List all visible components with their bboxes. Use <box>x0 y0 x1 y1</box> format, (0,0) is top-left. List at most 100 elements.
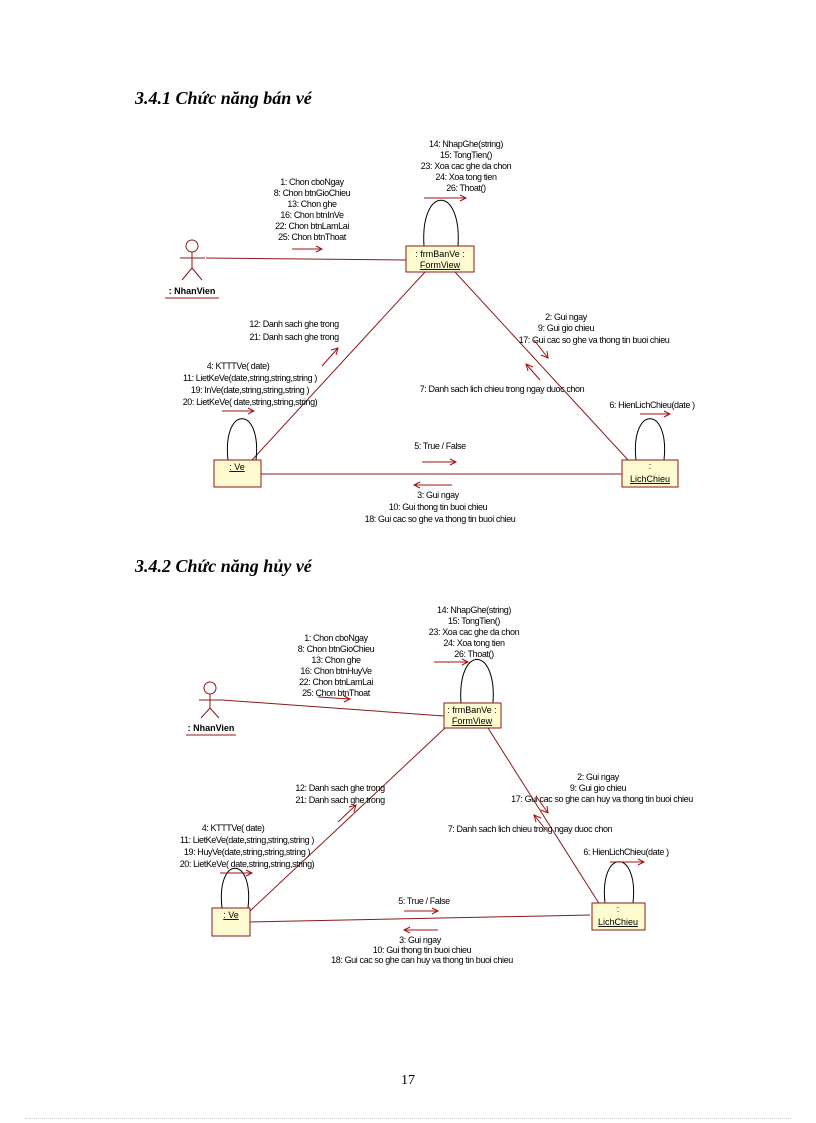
self-loop-lich <box>634 418 666 461</box>
svg-text:22: Chon btnLamLai: 22: Chon btnLamLai <box>275 221 349 231</box>
svg-text:7: Danh sach lich chieu trong: 7: Danh sach lich chieu trong ngay duoc … <box>448 824 613 834</box>
page-number: 17 <box>401 1073 415 1088</box>
link-actor-form <box>205 257 407 261</box>
msg-ve-lich: 3: Gui ngay 10: Gui thong tin buoi chieu… <box>331 926 514 965</box>
link-form-ve <box>251 271 426 461</box>
svg-text:FormView: FormView <box>420 260 461 270</box>
svg-text:18: Gui cac so ghe can huy va: 18: Gui cac so ghe can huy va thong tin … <box>331 955 513 965</box>
msg-lich-form: 7: Danh sach lich chieu trong ngay duoc … <box>448 814 613 834</box>
svg-text:25: Chon btnThoat: 25: Chon btnThoat <box>302 688 371 698</box>
svg-text:24: Xoa tong tien: 24: Xoa tong tien <box>435 172 497 182</box>
msg-form-lich: 2: Gui ngay 9: Gui gio chieu 17: Gui cac… <box>511 772 694 814</box>
svg-text:20: LietKeVe( date,string,stri: 20: LietKeVe( date,string,string,string) <box>183 397 318 407</box>
msg-ve-lich: 3: Gui ngay 10: Gui thong tin buoi chieu… <box>365 481 516 524</box>
link-form-lich <box>487 727 601 906</box>
svg-text:4: KTTTVe( date): 4: KTTTVe( date) <box>207 361 270 371</box>
msg-self-form: 14: NhapGhe(string) 15: TongTien() 23: X… <box>429 605 520 666</box>
svg-text::: : <box>649 461 652 471</box>
msg-ve-form: 12: Danh sach ghe trong 21: Danh sach gh… <box>249 319 339 367</box>
svg-text:12: Danh sach ghe trong: 12: Danh sach ghe trong <box>295 783 385 793</box>
link-form-ve <box>249 727 446 912</box>
msg-lich-ve: 5: True / False <box>398 896 451 915</box>
svg-text:3: Gui ngay: 3: Gui ngay <box>399 935 442 945</box>
actor-label: : NhanVien <box>169 286 216 296</box>
svg-text:24: Xoa tong tien: 24: Xoa tong tien <box>443 638 505 648</box>
svg-text:1: Chon cboNgay: 1: Chon cboNgay <box>304 633 368 643</box>
svg-text:21: Danh sach ghe trong: 21: Danh sach ghe trong <box>295 795 385 805</box>
msg-actor-form: 1: Chon cboNgay 8: Chon btnGioChieu 13: … <box>298 633 375 703</box>
svg-text:: Ve: : Ve <box>229 462 245 472</box>
object-ve: : Ve <box>211 907 251 937</box>
svg-text:26: Thoat(): 26: Thoat() <box>454 649 494 659</box>
svg-text:14: NhapGhe(string): 14: NhapGhe(string) <box>437 605 511 615</box>
self-loop-ve <box>220 867 250 909</box>
svg-text:6: HienLichChieu(date ): 6: HienLichChieu(date ) <box>583 847 669 857</box>
actor-nhanvien: : NhanVien <box>165 239 219 299</box>
svg-text:4: KTTTVe( date): 4: KTTTVe( date) <box>202 823 265 833</box>
self-loop-form <box>460 659 494 704</box>
svg-text:19: InVe(date,string,string,st: 19: InVe(date,string,string,string ) <box>191 385 310 395</box>
svg-text:7: Danh sach lich chieu trong: 7: Danh sach lich chieu trong ngay duoc … <box>420 384 585 394</box>
svg-text:16: Chon btnHuyVe: 16: Chon btnHuyVe <box>300 666 372 676</box>
svg-text:LichChieu: LichChieu <box>630 474 670 484</box>
section-heading-ban-ve: 3.4.1 Chức năng bán vé <box>135 88 312 108</box>
svg-text:9: Gui gio chieu: 9: Gui gio chieu <box>570 783 627 793</box>
svg-text:6: HienLichChieu(date ): 6: HienLichChieu(date ) <box>609 400 695 410</box>
self-loop-ve <box>226 418 258 461</box>
object-form: : frmBanVe : FormView <box>405 245 475 273</box>
msg-form-lich: 2: Gui ngay 9: Gui gio chieu 17: Gui cac… <box>519 312 670 359</box>
svg-text:9: Gui gio chieu: 9: Gui gio chieu <box>538 323 595 333</box>
actor-nhanvien: : NhanVien <box>186 681 236 736</box>
svg-text:20: LietKeVe( date,string,stri: 20: LietKeVe( date,string,string,string) <box>180 859 315 869</box>
link-actor-form <box>221 699 445 717</box>
object-form: : frmBanVe : FormView <box>443 702 502 729</box>
link-form-lich <box>454 271 629 461</box>
svg-text:15: TongTien(): 15: TongTien() <box>440 150 492 160</box>
svg-text:22: Chon btnLamLai: 22: Chon btnLamLai <box>299 677 373 687</box>
svg-text:17: Gui cac so ghe can huy va: 17: Gui cac so ghe can huy va thong tin … <box>511 794 693 804</box>
svg-text:26: Thoat(): 26: Thoat() <box>446 183 486 193</box>
svg-text:FormView: FormView <box>452 716 493 726</box>
msg-ve-form: 12: Danh sach ghe trong 21: Danh sach gh… <box>295 783 385 823</box>
svg-text:: frmBanVe :: : frmBanVe : <box>415 249 465 259</box>
svg-text:1: Chon cboNgay: 1: Chon cboNgay <box>280 177 344 187</box>
object-lichchieu: : LichChieu <box>591 902 646 931</box>
svg-text:5: True / False: 5: True / False <box>398 896 450 906</box>
actor-label: : NhanVien <box>188 723 235 733</box>
svg-text:12: Danh sach ghe trong: 12: Danh sach ghe trong <box>249 319 339 329</box>
msg-lich-self: 6: HienLichChieu(date ) <box>609 400 695 418</box>
link-ve-lich <box>249 914 591 923</box>
msg-actor-form: 1: Chon cboNgay 8: Chon btnGioChieu 13: … <box>274 177 351 253</box>
object-lichchieu: : LichChieu <box>621 459 679 488</box>
msg-lich-form: 7: Danh sach lich chieu trong ngay duoc … <box>420 363 585 394</box>
svg-text:2: Gui ngay: 2: Gui ngay <box>545 312 588 322</box>
msg-lich-self: 6: HienLichChieu(date ) <box>583 847 669 866</box>
svg-text:23: Xoa cac ghe da chon: 23: Xoa cac ghe da chon <box>421 161 512 171</box>
svg-text:5: True / False: 5: True / False <box>414 441 466 451</box>
svg-text:10: Gui thong tin buoi chieu: 10: Gui thong tin buoi chieu <box>373 945 472 955</box>
svg-text:25: Chon btnThoat: 25: Chon btnThoat <box>278 232 347 242</box>
collaboration-diagram-huy-ve: : NhanVien : frmBanVe : FormView : Ve : … <box>180 605 694 965</box>
footer-divider <box>25 1118 791 1119</box>
collaboration-diagram-ban-ve: : NhanVien : frmBanVe : FormView : Ve : … <box>165 139 695 524</box>
svg-text:13: Chon ghe: 13: Chon ghe <box>287 199 337 209</box>
svg-text:11: LietKeVe(date,string,strin: 11: LietKeVe(date,string,string,string ) <box>183 373 317 383</box>
svg-text:13: Chon ghe: 13: Chon ghe <box>311 655 361 665</box>
svg-text:14: NhapGhe(string): 14: NhapGhe(string) <box>429 139 503 149</box>
msg-form-ve: 4: KTTTVe( date) 11: LietKeVe(date,strin… <box>180 823 315 877</box>
svg-text:18: Gui cac so ghe va thong ti: 18: Gui cac so ghe va thong tin buoi chi… <box>365 514 516 524</box>
svg-text:8: Chon btnGioChieu: 8: Chon btnGioChieu <box>298 644 375 654</box>
svg-text:23: Xoa cac ghe da chon: 23: Xoa cac ghe da chon <box>429 627 520 637</box>
svg-text:8: Chon btnGioChieu: 8: Chon btnGioChieu <box>274 188 351 198</box>
svg-text:16: Chon btnInVe: 16: Chon btnInVe <box>280 210 344 220</box>
msg-lich-ve: 5: True / False <box>414 441 467 466</box>
svg-text:15: TongTien(): 15: TongTien() <box>448 616 500 626</box>
msg-self-form: 14: NhapGhe(string) 15: TongTien() 23: X… <box>421 139 512 202</box>
svg-text:2: Gui ngay: 2: Gui ngay <box>577 772 620 782</box>
svg-text:17: Gui cac so ghe va thong ti: 17: Gui cac so ghe va thong tin buoi chi… <box>519 335 670 345</box>
msg-form-ve: 4: KTTTVe( date) 11: LietKeVe(date,strin… <box>183 361 318 415</box>
svg-text:10: Gui thong tin buoi chieu: 10: Gui thong tin buoi chieu <box>389 502 488 512</box>
svg-text:: Ve: : Ve <box>223 910 239 920</box>
svg-text:3: Gui ngay: 3: Gui ngay <box>417 490 460 500</box>
svg-text:21: Danh sach ghe trong: 21: Danh sach ghe trong <box>249 332 339 342</box>
